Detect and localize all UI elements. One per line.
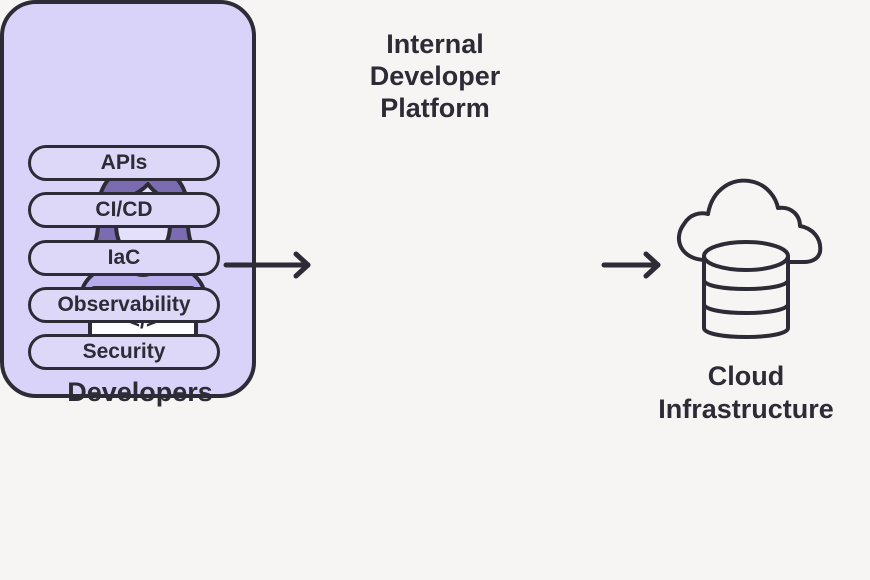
component-iac: IaC: [28, 240, 220, 276]
platform-title-line: Developer: [369, 61, 501, 91]
arrow-right-icon: [601, 251, 661, 279]
cloud-label-line: Infrastructure: [658, 394, 834, 424]
cloud-label-line: Cloud: [707, 361, 785, 391]
internal-developer-platform: Internal Developer Platform APIs CI/CD I…: [0, 0, 500, 398]
component-apis: APIs: [28, 145, 220, 181]
platform-title: Internal Developer Platform: [0, 28, 870, 124]
cloud-outline: [677, 178, 823, 264]
database-cylinder: [702, 256, 790, 339]
component-observability: Observability: [28, 287, 220, 323]
component-cicd: CI/CD: [28, 192, 220, 228]
platform-title-line: Internal: [386, 29, 484, 59]
developers-label: Developers: [67, 377, 213, 407]
platform-title-line: Platform: [380, 93, 490, 123]
component-security: Security: [28, 334, 220, 370]
arrow-right-icon: [223, 251, 311, 279]
cloud-infrastructure-label: Cloud Infrastructure: [640, 360, 852, 426]
cloud-database-icon: [677, 178, 823, 339]
